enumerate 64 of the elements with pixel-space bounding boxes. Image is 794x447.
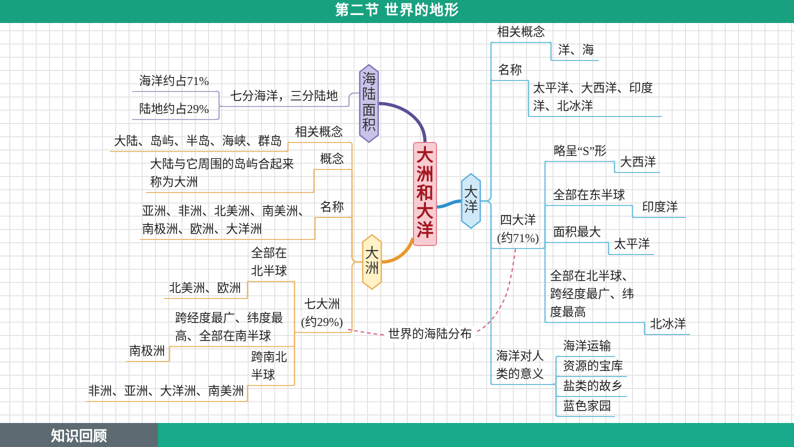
branch-line [542,248,548,323]
branch-line [292,332,297,386]
branch-line [345,92,360,107]
underlined-topic: 南极洲 [126,342,168,362]
branch-line [215,106,223,120]
branch-line [526,80,531,117]
underlined-topic: 太平洋、大西洋、印度洋、北冰洋 [530,79,662,117]
underlined-topic: 大陆与它周围的岛屿合起来称为大洲 [146,155,312,193]
branch-line [245,384,250,402]
underlined-topic: 名称 [316,198,348,218]
central-topic-box: 大洲和大洋 [413,142,437,246]
branch-line [292,280,297,333]
underlined-topic: 资源的宝库 [559,357,627,377]
branch-line [313,216,317,240]
underlined-topic: 大陆、岛屿、半岛、海峡、群岛 [110,132,286,152]
underlined-topic: 印度洋 [634,198,686,218]
branch-line [311,168,317,193]
underlined-topic: 概念 [316,150,348,170]
underlined-topic: 太平洋 [610,235,654,255]
underlined-topic: 洋、海 [553,41,599,61]
main-branch-curve [436,199,462,209]
branch-line [347,261,363,333]
underlined-topic: 略呈“S”形 [547,142,613,162]
branch-line [480,200,494,385]
branch-line [542,242,548,249]
branch-line [630,204,635,218]
underlined-topic: 七大洲(约29%) [296,295,348,333]
branch-line [167,346,172,362]
underlined-topic: 全部在北半球、跨经度最广、纬度最高 [547,267,643,323]
underlined-topic: 跨南北半球 [249,348,293,386]
underlined-topic: 盐类的故乡 [559,377,627,397]
underlined-topic: 陆地约占29% [132,100,216,120]
underlined-topic: 海洋约占71% [132,72,216,92]
branch-line [642,322,647,335]
title-text: 第二节 世界的地形 [334,2,460,20]
edge-label: 世界的海陆分布 [385,326,475,342]
main-branch-curve [382,237,415,264]
branch-line [285,142,291,152]
underlined-topic: 名称 [493,61,527,81]
underlined-topic: 跨经度最广、纬度最高、全部在南半球 [171,309,293,347]
underlined-topic: 蓝色家园 [559,397,615,417]
branch-line [612,160,617,173]
underlined-topic: 面积最大 [547,223,607,243]
branch-line [245,280,250,299]
branch-line [215,90,223,107]
main-branch-curve [378,102,427,142]
section-tab: 知识回顾 [0,423,158,447]
underlined-topic: 北美洲、欧洲 [164,279,246,299]
underlined-topic: 全部在北半球 [249,244,293,282]
underlined-topic: 海洋对人类的意义 [493,347,553,385]
underlined-topic: 亚洲、非洲、北美洲、南美洲、南极洲、欧洲、大洋洲 [140,202,314,240]
underlined-topic: 非洲、亚洲、大洋洲、南美洲 [86,382,246,402]
branch-line [552,376,560,385]
underlined-topic: 海洋运输 [559,337,615,357]
branch-line [552,384,560,417]
branch-line [606,242,611,255]
underlined-topic: 相关概念 [290,123,348,143]
underlined-topic: 全部在东半球 [547,186,631,206]
underlined-topic: 四大洋(约71%) [493,211,543,249]
branch-line [548,42,554,61]
underlined-topic: 大西洋 [616,153,660,173]
hexagon-topic: 海陆面积 [359,64,379,143]
underlined-topic: 七分海洋，三分陆地 [222,87,346,107]
underlined-topic: 北冰洋 [646,315,690,335]
